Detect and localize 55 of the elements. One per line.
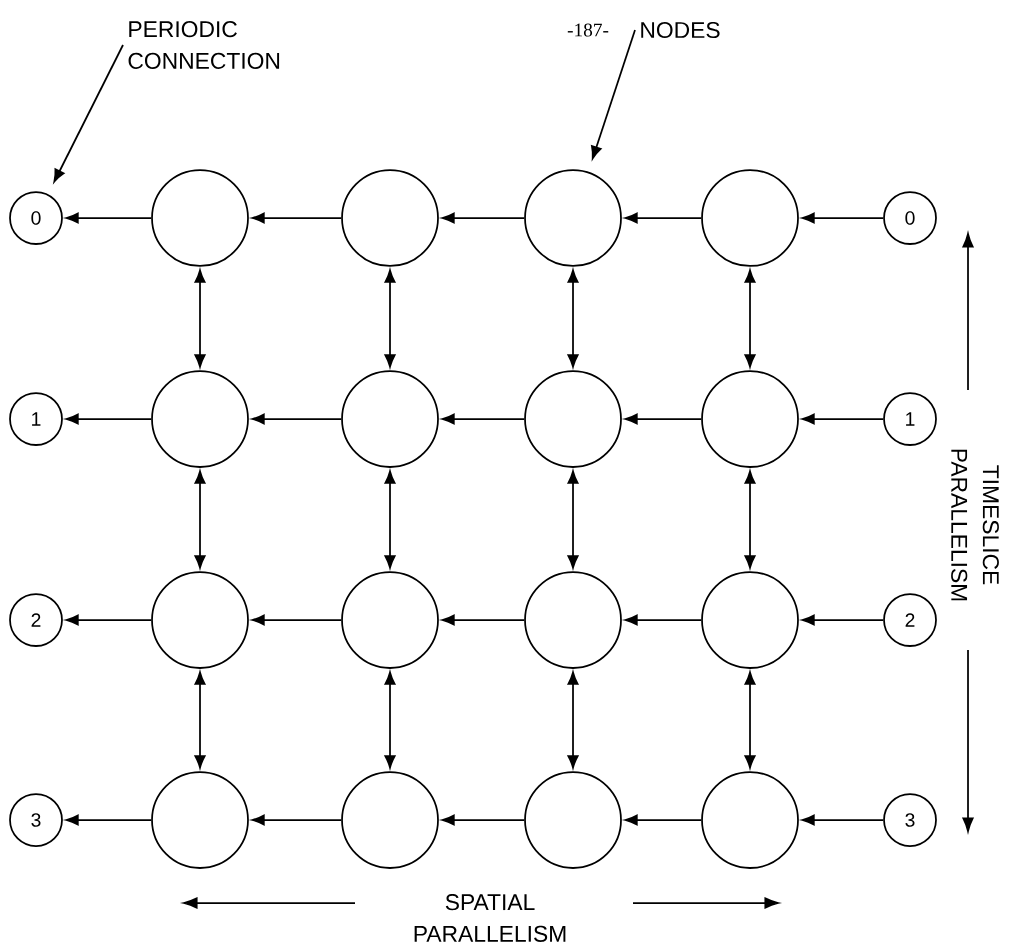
node-circle bbox=[524, 370, 622, 468]
arrow bbox=[801, 413, 884, 425]
arrow bbox=[251, 814, 342, 826]
arrow bbox=[624, 413, 702, 425]
node-circle bbox=[524, 571, 622, 669]
node-circle bbox=[341, 169, 439, 267]
arrow bbox=[251, 212, 342, 224]
arrow bbox=[744, 671, 756, 769]
arrow bbox=[251, 614, 342, 626]
node-circle bbox=[341, 370, 439, 468]
node-circle bbox=[524, 771, 622, 869]
node-circle bbox=[151, 370, 249, 468]
node-circle bbox=[341, 771, 439, 869]
arrow bbox=[194, 671, 206, 769]
node-circle bbox=[701, 771, 799, 869]
arrow bbox=[801, 814, 884, 826]
node-circle bbox=[701, 571, 799, 669]
node-circle bbox=[151, 169, 249, 267]
arrow bbox=[567, 671, 579, 769]
arrow bbox=[251, 413, 342, 425]
leader-line bbox=[591, 29, 636, 160]
arrow bbox=[567, 470, 579, 569]
node-circle bbox=[524, 169, 622, 267]
arrow bbox=[441, 212, 525, 224]
arrow bbox=[384, 470, 396, 569]
arrow bbox=[801, 212, 884, 224]
arrow bbox=[194, 470, 206, 569]
arrow bbox=[801, 614, 884, 626]
arrow bbox=[384, 671, 396, 769]
arrow bbox=[65, 614, 152, 626]
leader-line bbox=[53, 44, 124, 183]
axis-label: SPATIAL PARALLELISM bbox=[414, 894, 566, 942]
arrow bbox=[65, 413, 152, 425]
node-circle bbox=[341, 571, 439, 669]
arrow bbox=[194, 269, 206, 368]
arrow bbox=[441, 413, 525, 425]
arrow bbox=[65, 212, 152, 224]
arrow bbox=[65, 814, 152, 826]
axis-label: TIMESLICE PARALLELISM bbox=[951, 449, 999, 601]
callout-text: PERIODIC CONNECTION bbox=[128, 21, 280, 69]
arrow bbox=[624, 814, 702, 826]
arrow bbox=[384, 269, 396, 368]
arrow bbox=[624, 614, 702, 626]
arrow bbox=[567, 269, 579, 368]
arrow bbox=[744, 269, 756, 368]
arrow bbox=[441, 614, 525, 626]
arrow bbox=[624, 212, 702, 224]
node-circle bbox=[701, 169, 799, 267]
page-number: -187- bbox=[567, 23, 609, 37]
node-circle bbox=[701, 370, 799, 468]
node-circle bbox=[151, 571, 249, 669]
callout-text: NODES bbox=[641, 21, 720, 39]
node-circle bbox=[151, 771, 249, 869]
arrow bbox=[744, 470, 756, 569]
arrow bbox=[441, 814, 525, 826]
